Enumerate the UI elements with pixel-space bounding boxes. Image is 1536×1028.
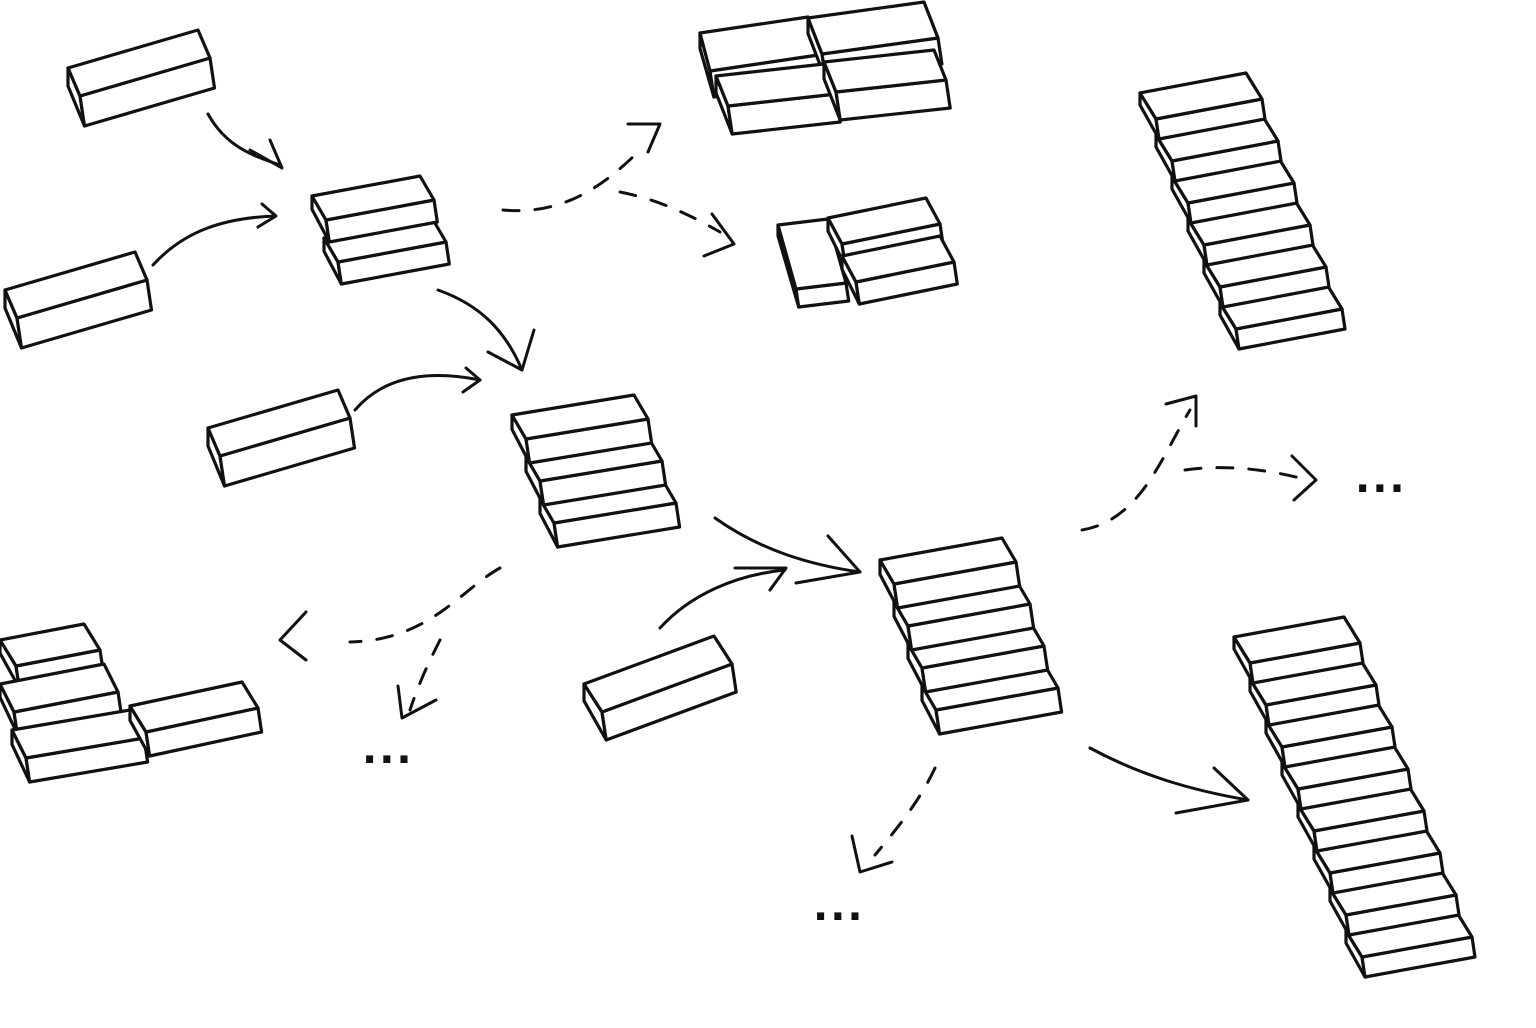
arrow-5 — [713, 516, 862, 574]
brick-top — [1138, 71, 1264, 121]
arrow-head-2 — [256, 202, 278, 229]
l-shape-4 — [128, 680, 264, 758]
dashed-head-6 — [1290, 454, 1318, 502]
arrow-3 — [436, 288, 524, 372]
stack-8-brick-1 — [1232, 615, 1365, 685]
brick-top — [510, 393, 650, 441]
arrow-2 — [151, 214, 277, 267]
stack-2-brick-2 — [322, 216, 451, 286]
dashed-arrow-6 — [1183, 466, 1302, 480]
brick-top — [582, 634, 734, 714]
stack-6-brick-4 — [1186, 197, 1315, 267]
dashed-arrow-5 — [1080, 408, 1192, 532]
ellipsis-bottom-center: ... — [813, 884, 865, 930]
arrow-head-6 — [733, 566, 788, 592]
brick-top — [128, 680, 260, 734]
brick-top — [878, 536, 1018, 586]
dashed-head-3 — [278, 610, 308, 662]
dashed-head-7 — [850, 834, 894, 874]
bricks-layer — [0, 0, 1477, 979]
brick-top — [66, 28, 212, 98]
brick-top — [826, 196, 942, 246]
single-brick-3 — [206, 388, 357, 488]
dashed-arrow-4 — [408, 638, 442, 712]
brick-top — [3, 250, 149, 320]
svg-text:...: ... — [362, 727, 414, 773]
stack-8-brick-5 — [1296, 783, 1429, 853]
stack-8-brick-3 — [1264, 699, 1397, 769]
arrow-head-7 — [1174, 766, 1250, 815]
stack-6-brick-2 — [1154, 113, 1283, 183]
svg-text:...: ... — [1355, 456, 1407, 502]
split-bottom — [840, 234, 959, 306]
brick-top — [840, 234, 956, 284]
single-brick-4 — [582, 634, 738, 742]
stack-8-brick-6 — [1312, 825, 1445, 895]
brick-top — [310, 174, 436, 222]
arrow-6 — [658, 568, 787, 630]
stack-8-brick-2 — [1248, 657, 1381, 727]
brick-top — [0, 662, 120, 714]
arrow-head-4 — [461, 366, 482, 394]
brick-top — [806, 0, 940, 56]
single-brick-1 — [66, 28, 217, 128]
arrow-head-1 — [248, 138, 284, 170]
brick-top — [1232, 615, 1362, 665]
l-shape-1 — [0, 622, 105, 690]
stack-6-brick-1 — [1138, 71, 1267, 141]
brick-top — [822, 48, 948, 94]
stack-8-brick-7 — [1328, 867, 1461, 937]
arrow-head-5 — [794, 534, 862, 585]
brick-top — [0, 622, 102, 668]
arrow-head-3 — [486, 328, 536, 372]
dashed-head-2 — [702, 212, 736, 258]
dashed-arrow-7 — [873, 766, 937, 857]
block-2x2-c — [714, 62, 842, 136]
stack-2-brick-1 — [310, 174, 439, 244]
ellipsis-right: ... — [1355, 456, 1407, 502]
dashed-head-4 — [396, 684, 438, 720]
dashed-head-5 — [1164, 394, 1198, 428]
block-2x2-d — [822, 48, 952, 122]
arrows-layer — [151, 112, 1318, 874]
single-brick-2 — [3, 250, 154, 350]
stack-3-brick-1 — [510, 393, 654, 465]
dashed-arrow-2 — [618, 190, 722, 234]
dashed-head-1 — [626, 122, 662, 154]
dashed-arrow-1 — [501, 148, 642, 213]
stack-4-brick-1 — [878, 536, 1022, 610]
dashed-arrow-3 — [348, 566, 502, 644]
svg-text:...: ... — [813, 884, 865, 930]
arrow-4 — [353, 374, 482, 412]
stack-6-brick-3 — [1170, 155, 1299, 225]
brick-top — [206, 388, 352, 458]
ellipsis-bottom-left: ... — [362, 727, 414, 773]
stack-6-brick-5 — [1202, 239, 1331, 309]
arrow-7 — [1088, 746, 1250, 802]
